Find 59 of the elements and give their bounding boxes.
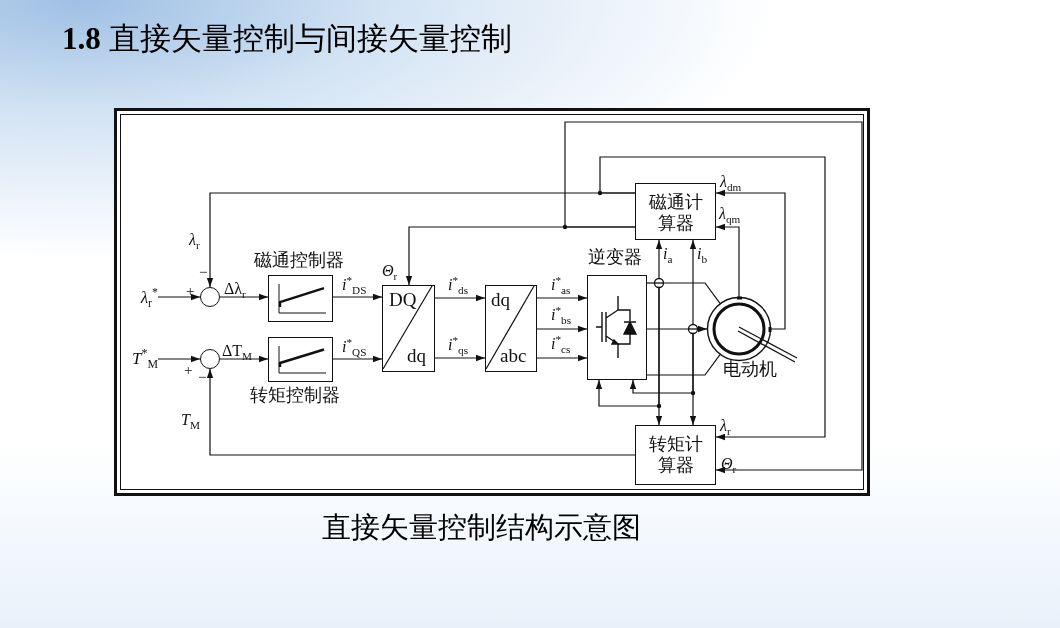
connector-line: [646, 354, 721, 376]
block-caption: 逆变器: [588, 248, 642, 268]
block-label: 磁通计算器: [647, 192, 704, 234]
arrow: [157, 355, 201, 363]
connector-line: [646, 328, 689, 330]
edge-label: Δλ$_{r}$: [224, 280, 246, 298]
edge-label: λ$_{qm}$: [719, 205, 741, 223]
edge-label: T$_{M}$: [181, 411, 200, 429]
edge-label: λ$_{r}$: [189, 231, 200, 249]
arrow: [697, 325, 708, 333]
torque-calculator-box: [635, 425, 716, 485]
arrow: [536, 294, 588, 302]
inverter-box: [587, 275, 647, 380]
arrow: [595, 287, 660, 407]
transform-box: [382, 285, 435, 372]
arrow: [434, 354, 486, 362]
block-label: 转矩计算器: [647, 434, 704, 476]
edge-label: i$_{a}$: [663, 245, 673, 263]
arrow: [536, 354, 588, 362]
flux-calculator-box: [635, 183, 716, 240]
figure-caption: 直接矢量控制结构示意图: [322, 510, 641, 545]
arrow: [689, 239, 697, 325]
edge-label: Θ$_{r}$: [721, 455, 737, 473]
arrow: [536, 325, 588, 333]
block-label: dq: [407, 346, 426, 367]
controller-box: [268, 275, 333, 322]
sign-label: +: [184, 362, 193, 379]
arrow: [219, 355, 269, 363]
arrow: [564, 121, 863, 474]
edge-label: i$_{b}$: [697, 245, 708, 263]
arrow: [434, 294, 486, 302]
edge-label: λ$_{dm}$: [720, 173, 742, 191]
edge-label: Θ$_{r}$: [382, 262, 398, 280]
arrow: [332, 355, 383, 363]
edge-label: λ$_{r}$: [720, 417, 731, 435]
arrow: [655, 239, 663, 279]
sign-label: −: [199, 264, 208, 281]
connector-line: [663, 282, 721, 304]
arrow: [715, 223, 740, 298]
controller-box: [268, 337, 333, 382]
arrow: [157, 293, 201, 301]
arrow: [206, 368, 636, 456]
block-label: abc: [500, 346, 527, 367]
arrow: [332, 293, 383, 301]
block-label: DQ: [389, 290, 417, 311]
arrow: [599, 156, 826, 441]
block-caption: 磁通控制器: [254, 251, 344, 271]
arrow: [629, 333, 694, 394]
connector-line: [646, 282, 655, 284]
block-caption: 电动机: [723, 360, 777, 380]
block-caption: 转矩控制器: [250, 386, 340, 406]
sign-label: +: [186, 283, 195, 300]
slide-title: 1.8 直接矢量控制与间接矢量控制: [62, 20, 512, 58]
arrow: [715, 189, 786, 330]
sign-label: −: [198, 369, 207, 386]
transform-box: [485, 285, 537, 372]
arrow: [219, 293, 269, 301]
edge-label: ΔT$_{M}$: [222, 342, 252, 360]
block-label: dq: [491, 290, 510, 311]
